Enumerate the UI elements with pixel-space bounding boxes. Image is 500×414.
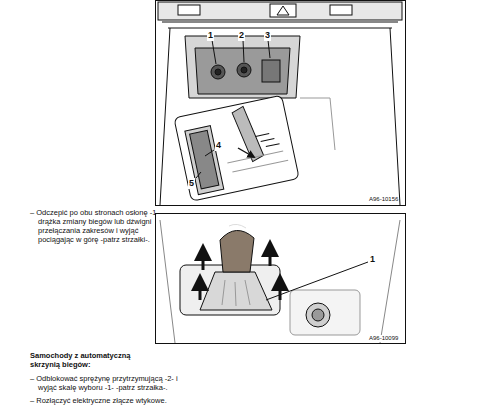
leader-line [266,262,368,300]
inset-frame [174,95,299,201]
figure-frame [156,1,406,206]
socket [237,63,251,77]
tray [195,48,290,94]
socket [211,65,225,79]
callout-number: 3 [264,30,271,41]
gear-knob [220,230,254,272]
callout-number: 1 [207,30,214,41]
detail-inset [174,95,299,201]
arrow [279,282,282,300]
instruction-text: – Odblokować sprężynę przytrzymującą -2-… [30,374,188,392]
control-knob-center [312,309,324,321]
switch [178,5,200,15]
switch [330,5,352,15]
console-edge [160,220,400,343]
instruction-text: – Rozłączyć elektryczne złącze wtykowe. [30,396,238,405]
boot-fold [222,280,250,306]
figure-id: A96-10156 [368,196,399,203]
leader-line [196,172,201,178]
gear-lever [231,104,264,163]
section-heading: Samochody z automatyczną skrzynią biegów… [30,351,156,369]
leader-line [205,150,214,156]
control-panel [290,290,360,335]
arrow [199,282,202,300]
figure-gear-knob [156,214,406,344]
gear-boot [200,272,272,310]
figure-console-top [156,1,406,206]
socket-core [215,69,221,75]
dashboard-strip [158,2,402,20]
knob-highlight [229,224,246,228]
selector-scale [185,126,224,195]
socket-core [241,67,247,73]
console-line [300,98,335,150]
figure-id: A96-10099 [368,335,399,342]
callout-number: 2 [238,30,245,41]
figure-frame [156,214,406,344]
instruction-text: – Odczepić po obu stronach osłonę -1- dr… [30,208,164,244]
leader-line [212,40,270,64]
console-edge [160,22,400,205]
hazard-symbol [277,6,289,15]
callout-number: 4 [215,140,222,151]
slot-lines [256,132,280,148]
connector-block [262,60,280,82]
callout-number: 1 [369,254,376,265]
arrow [202,252,205,270]
arrow [269,248,272,266]
arrow [238,148,252,156]
control-knob [306,303,330,327]
console-opening [185,36,300,98]
hazard-button [270,4,296,17]
console-line [227,150,288,172]
callout-number: 5 [188,178,195,189]
